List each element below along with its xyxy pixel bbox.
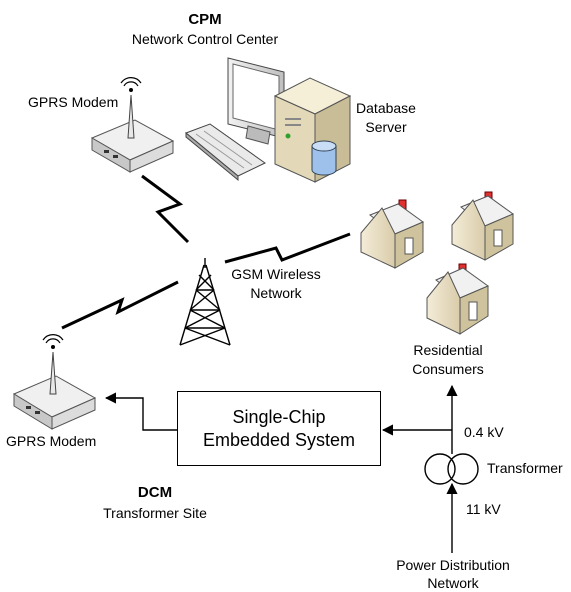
cpm-subtitle: Network Control Center (131, 31, 279, 47)
gprs-modem-label-bottom: GPRS Modem (6, 433, 97, 449)
house-icon-1 (360, 199, 425, 269)
residential-label-line1: Residential (413, 342, 483, 358)
tower-icon (179, 258, 231, 346)
embedded-system-line1: Single-Chip (232, 407, 326, 427)
database-server-label-line1: Database (356, 100, 416, 116)
modem-icon-top (90, 77, 175, 173)
house-icon-3 (426, 263, 490, 335)
transformer-icon (424, 453, 479, 485)
dcm-title: DCM (137, 484, 173, 501)
embedded-system-line2: Embedded System (202, 429, 356, 450)
house-icon-2 (451, 191, 515, 261)
transformer-label: Transformer (487, 460, 563, 476)
gsm-label-line2: Network (250, 285, 302, 301)
residential-label-line2: Consumers (412, 361, 484, 377)
gprs-modem-label-top: GPRS Modem (28, 94, 119, 110)
computer-icon (227, 57, 285, 145)
keyboard-icon (185, 123, 266, 182)
voltage-low-label: 0.4 kV (464, 424, 504, 440)
cpm-title: CPM (188, 11, 222, 28)
lightning-link-icon (61, 174, 351, 330)
power-distribution-label-line1: Power Distribution (396, 557, 510, 573)
dcm-subtitle: Transformer Site (103, 505, 207, 521)
connector-lines (104, 384, 458, 553)
modem-icon-bottom (12, 334, 97, 430)
database-icon (311, 140, 337, 176)
power-distribution-label-line2: Network (427, 575, 479, 591)
embedded-system-box: Single-Chip Embedded System (177, 391, 381, 466)
voltage-high-label: 11 kV (466, 501, 501, 517)
gsm-label-line1: GSM Wireless (231, 266, 321, 282)
database-server-label-line2: Server (365, 119, 407, 135)
